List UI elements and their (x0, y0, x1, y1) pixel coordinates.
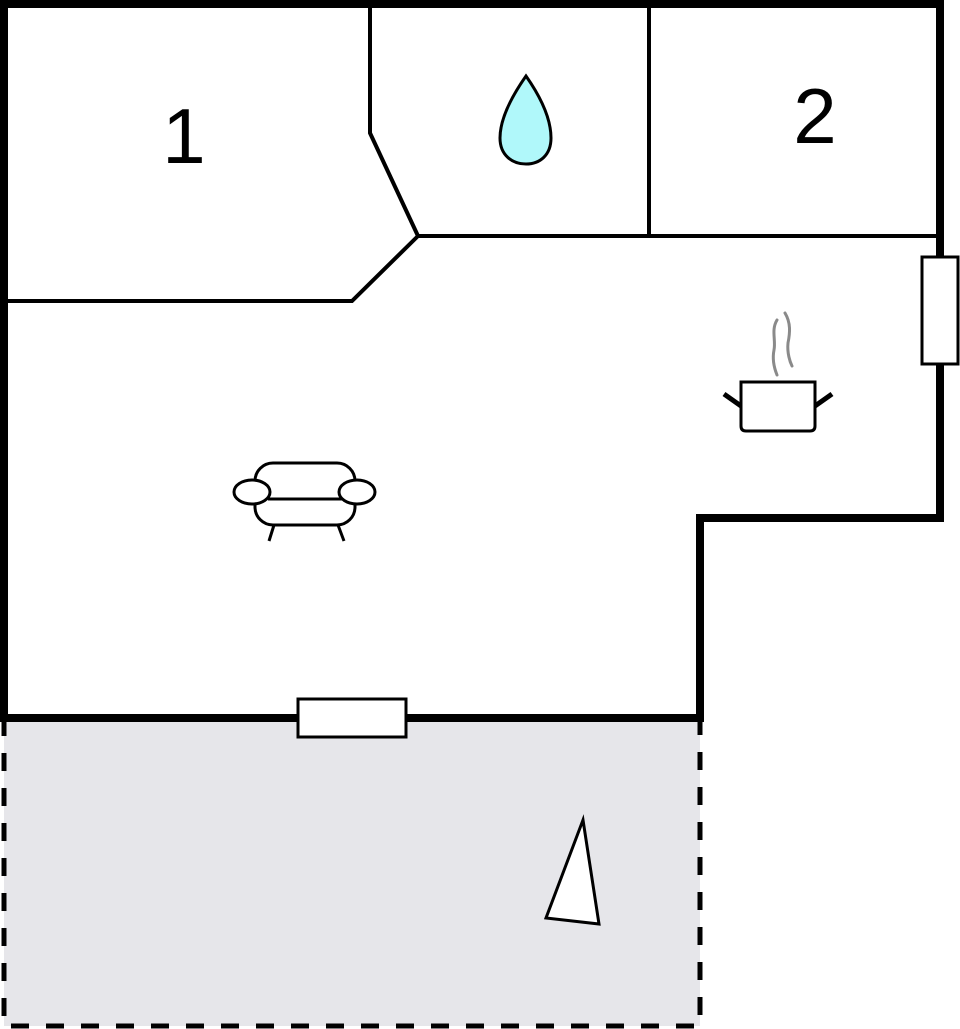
cooking-pot-icon (722, 311, 834, 433)
water-drop-icon (498, 73, 553, 166)
window-east (920, 255, 960, 366)
interior-walls (4, 4, 940, 303)
room-label-2: 2 (793, 72, 836, 160)
door-terrace (296, 697, 408, 739)
parasol-icon (543, 814, 601, 926)
room-label-1: 1 (162, 92, 205, 180)
exterior-walls (0, 0, 944, 722)
interior-floor (4, 4, 940, 718)
terrace-area (1, 718, 703, 1029)
sofa-icon (232, 461, 377, 542)
